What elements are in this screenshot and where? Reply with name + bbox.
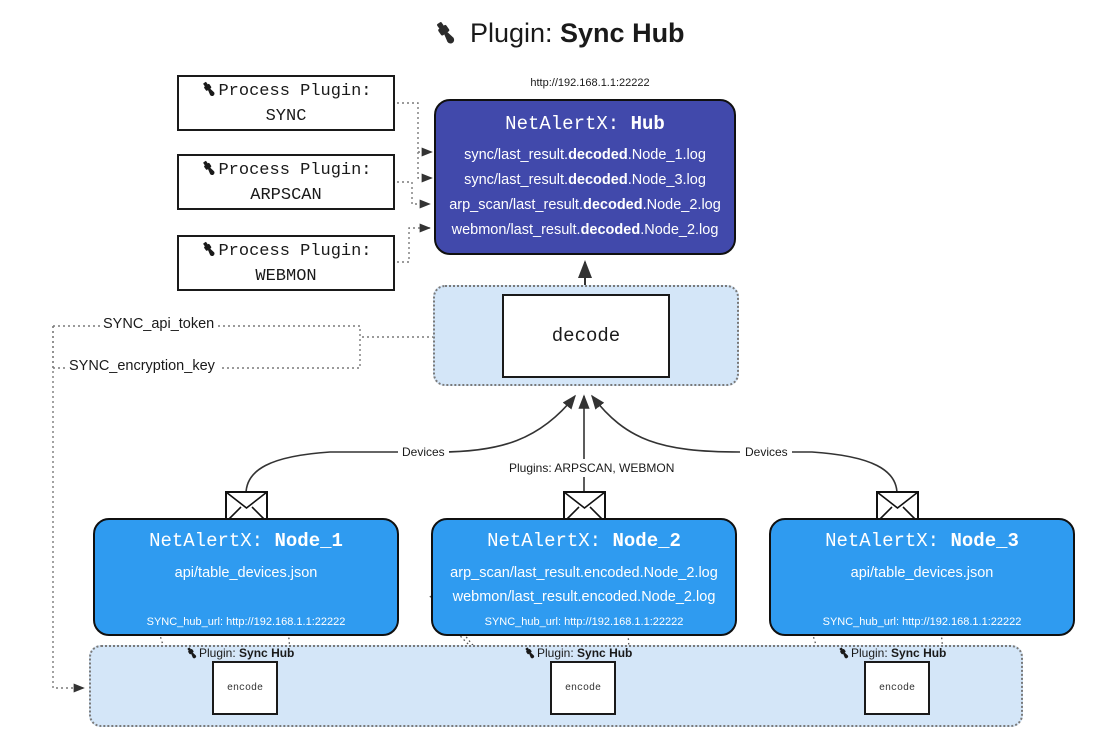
hub-log-0-post: .Node_1.log [627,147,706,163]
node-2[interactable]: NetAlertX: Node_2 arp_scan/last_result.e… [431,518,737,636]
node-2-line: arp_scan/last_result.encoded.Node_2.log [450,565,718,581]
hub-log-1-mid: decoded [568,172,628,188]
encode-1-caption: Plugin: Sync Hub [185,646,294,662]
hub-log-2-post: .Node_2.log [642,197,721,213]
node-1-lines: api/table_devices.json [95,561,397,585]
hub-log-item: webmon/last_result.decoded.Node_2.log [436,218,734,243]
hub-header-prefix: NetAlertX: [505,113,620,135]
edge-label-plugins-center: Plugins: ARPSCAN, WEBMON [505,461,679,475]
wire-arpscan-plugin [397,181,431,209]
plug-icon [185,646,198,662]
hub-log-2-pre: arp_scan/last_result. [449,197,583,213]
node-3-lines: api/table_devices.json [771,561,1073,585]
sync-encryption-key-label: SYNC_encryption_key [66,358,218,374]
process-plugin-webmon-line2: WEBMON [255,267,317,286]
hub-log-list: sync/last_result.decoded.Node_1.log sync… [436,143,734,243]
node-1[interactable]: NetAlertX: Node_1 api/table_devices.json… [93,518,399,636]
process-plugin-webmon-box[interactable]: Process Plugin: WEBMON [177,235,395,291]
encode-2-caption-label: Plugin: [537,646,574,660]
node-2-header-prefix: NetAlertX: [487,530,602,552]
hub-log-1-pre: sync/last_result. [464,172,569,188]
decode-box[interactable]: decode [502,294,670,378]
process-plugin-arpscan-line1: Process Plugin: [218,161,372,180]
sync-api-token-label: SYNC_api_token [100,316,218,332]
hub-url: http://192.168.1.1:22222 [530,77,650,89]
encode-box-3[interactable]: encode [864,661,930,715]
edge-label-devices-right: Devices [741,445,792,459]
hub-log-3-post: .Node_2.log [640,222,719,238]
plug-icon [432,19,458,53]
node-3-header: NetAlertX: Node_3 [771,530,1073,552]
hub-log-0-pre: sync/last_result. [464,147,569,163]
node-3[interactable]: NetAlertX: Node_3 api/table_devices.json… [769,518,1075,636]
hub-log-item: sync/last_result.decoded.Node_3.log [436,168,734,193]
hub-log-item: sync/last_result.decoded.Node_1.log [436,143,734,168]
node-3-line: api/table_devices.json [850,565,994,581]
page-title: Plugin: Sync Hub [0,16,1117,53]
wire-webmon-plugin [397,223,431,263]
hub-log-0-mid: decoded [568,147,628,163]
encode-2-caption-value: Sync Hub [577,646,633,660]
node-2-line: webmon/last_result.encoded.Node_2.log [452,589,716,605]
plug-icon [523,646,536,662]
process-plugin-sync-box[interactable]: Process Plugin: SYNC [177,75,395,131]
node-2-lines: arp_scan/last_result.encoded.Node_2.log … [433,561,735,609]
plug-icon [837,646,850,662]
hub-log-3-pre: webmon/last_result. [451,222,581,238]
hub-header: NetAlertX: Hub [436,113,734,135]
encode-box-2[interactable]: encode [550,661,616,715]
encode-3-caption: Plugin: Sync Hub [837,646,946,662]
hub-node[interactable]: NetAlertX: Hub sync/last_result.decoded.… [434,99,736,255]
page-title-label: Plugin: [469,18,553,48]
process-plugin-sync-line2: SYNC [265,107,307,126]
node-1-header-prefix: NetAlertX: [149,530,264,552]
encode-3-caption-label: Plugin: [851,646,888,660]
encode-box-1[interactable]: encode [212,661,278,715]
wire-sync-plugin [397,102,433,183]
edge-label-devices-left: Devices [398,445,449,459]
node-3-header-name: Node_3 [950,530,1019,552]
node-3-footer: SYNC_hub_url: http://192.168.1.1:22222 [822,616,1022,628]
node-1-header-name: Node_1 [274,530,343,552]
process-plugin-arpscan-box[interactable]: Process Plugin: ARPSCAN [177,154,395,210]
node-1-header: NetAlertX: Node_1 [95,530,397,552]
encode-2-caption: Plugin: Sync Hub [523,646,632,662]
process-plugin-sync-line1: Process Plugin: [218,82,372,101]
encode-1-caption-value: Sync Hub [239,646,295,660]
node-1-line: api/table_devices.json [174,565,318,581]
page-title-value: Sync Hub [560,18,685,48]
hub-log-1-post: .Node_3.log [627,172,706,188]
encode-1-caption-label: Plugin: [199,646,236,660]
hub-header-name: Hub [630,113,665,135]
node-2-header-name: Node_2 [612,530,681,552]
hub-log-item: arp_scan/last_result.decoded.Node_2.log [436,193,734,218]
hub-log-2-mid: decoded [582,197,643,213]
process-plugin-arpscan-line2: ARPSCAN [250,186,322,205]
encode-3-caption-value: Sync Hub [891,646,947,660]
plug-icon [200,80,217,105]
plug-icon [200,159,217,184]
node-1-footer: SYNC_hub_url: http://192.168.1.1:22222 [146,616,346,628]
node-2-footer: SYNC_hub_url: http://192.168.1.1:22222 [484,616,684,628]
node-2-header: NetAlertX: Node_2 [433,530,735,552]
node-3-header-prefix: NetAlertX: [825,530,940,552]
hub-log-3-mid: decoded [580,222,641,238]
plug-icon [200,240,217,265]
process-plugin-webmon-line1: Process Plugin: [218,242,372,261]
